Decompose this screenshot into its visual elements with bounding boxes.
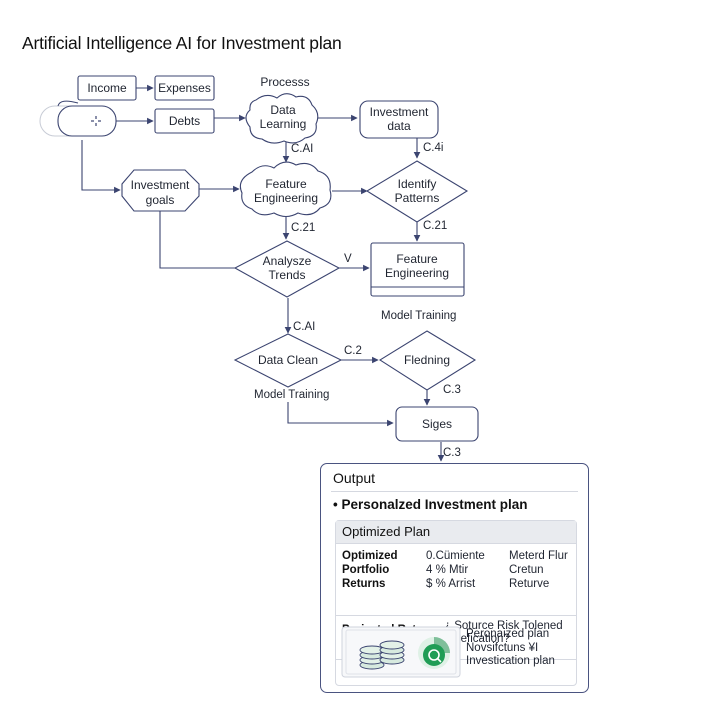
optimized-plan-title: Optimized Plan <box>342 524 431 539</box>
output-subtitle: • Personalzed Investment plan <box>333 497 528 512</box>
node-expenses-label: Expenses <box>158 81 211 95</box>
node-identify-patterns: Identify Patterns <box>365 160 469 223</box>
edge-label-model-training-1: Model Training <box>381 310 456 322</box>
node-analyze-trends-line2: Trends <box>269 268 306 282</box>
edge-input-goals <box>81 140 121 194</box>
node-investment-goals-line1: Investment <box>131 178 190 192</box>
node-feature-engineering-2: Feature Engineering <box>370 242 465 297</box>
edge-goals-analyze <box>159 210 236 269</box>
node-investment-goals-line2: goals <box>146 193 175 207</box>
node-identify-patterns-line2: Patterns <box>395 191 440 205</box>
node-investment-data-line1: Investment <box>370 105 429 119</box>
node-investment-data-line2: data <box>387 119 411 133</box>
node-fledning-label: Fledning <box>404 353 450 367</box>
personalized-plan-text: Peronaized plan Novsifctuns ¥I Investica… <box>466 628 555 667</box>
output-title: Output <box>333 470 376 486</box>
node-investment-goals: Investment goals <box>121 169 200 212</box>
projected-returns-label: Projected Returns <box>342 624 442 636</box>
node-feature-engineering-2-line1: Feature <box>396 252 438 266</box>
edge-label-c-2: C.2 <box>344 345 362 357</box>
input-pill <box>39 100 117 137</box>
node-feature-engineering-2-line2: Engineering <box>385 266 449 280</box>
node-income-label: Income <box>87 81 127 95</box>
node-analyze-trends: Analysze Trends <box>233 240 341 298</box>
node-investment-data: Investment data <box>359 100 439 139</box>
process-header: Processs <box>260 75 309 89</box>
node-income: Income <box>77 75 137 101</box>
node-siges-label: Siges <box>422 417 452 431</box>
edge-dataclean-siges <box>287 402 394 427</box>
optimized-col-notes: Meterd Flur Cretun Returve <box>509 550 568 590</box>
node-fledning: Fledning <box>378 330 477 391</box>
node-debts-label: Debts <box>169 114 200 128</box>
optimized-divider <box>336 615 576 616</box>
node-feature-engineering-1-line1: Feature <box>265 177 307 191</box>
node-debts: Debts <box>154 108 215 134</box>
page-title: Artificial Intelligence AI for Investmen… <box>22 33 342 53</box>
edge-label-c-21-b: C.21 <box>423 220 447 232</box>
node-expenses: Expenses <box>154 75 215 101</box>
node-data-clean: Data Clean <box>233 333 343 388</box>
edges <box>81 84 445 462</box>
node-data-learning-line1: Data <box>270 103 296 117</box>
edge-label-c-21-a: C.21 <box>291 222 315 234</box>
node-data-clean-label: Data Clean <box>258 353 318 367</box>
node-data-learning: Data Learning <box>245 93 319 144</box>
node-feature-engineering-1-line2: Engineering <box>254 191 318 205</box>
edge-label-c-ai-1: C.AI <box>291 143 313 155</box>
optimized-plan-box: Optimized Plan Optimized Portfolio Retur… <box>335 520 577 686</box>
node-analyze-trends-line1: Analysze <box>263 254 312 268</box>
node-identify-patterns-line1: Identify <box>398 177 437 191</box>
output-divider <box>331 491 578 492</box>
edge-label-v: V <box>344 253 352 265</box>
crosshair-icon <box>91 116 101 126</box>
optimized-col-labels: Optimized Portfolio Returns <box>342 550 398 590</box>
optimized-plan-header: Optimized Plan <box>336 521 576 544</box>
edge-label-c-3-b: C.3 <box>443 447 461 459</box>
edge-label-model-training-2: Model Training <box>254 389 329 401</box>
node-feature-engineering-1: Feature Engineering <box>239 161 332 218</box>
node-siges: Siges <box>395 406 479 442</box>
edge-label-c-3-a: C.3 <box>443 384 461 396</box>
edge-label-c-ai-2: C.AI <box>293 321 315 333</box>
node-data-learning-line2: Learning <box>260 117 307 131</box>
edge-label-c-4i: C.4i <box>423 142 443 154</box>
optimized-col-values: 0.Cümiente 4 % Mtir $ % Arrist <box>426 550 485 590</box>
